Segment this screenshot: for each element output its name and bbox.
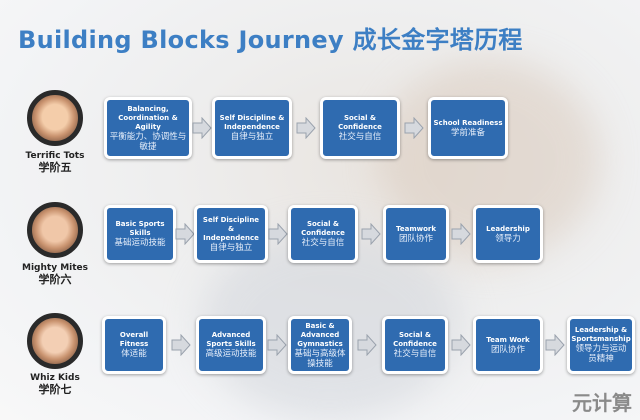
group-level: 学阶七 <box>38 383 72 396</box>
step-chinese: 领导力与运动员精神 <box>575 344 627 364</box>
avatar <box>27 313 83 369</box>
step-english: Basic & Advanced Gymnastics <box>297 321 343 348</box>
avatar <box>27 202 83 258</box>
arrow-right-icon <box>451 222 471 246</box>
step-english: Advanced Sports Skills <box>206 331 256 348</box>
step-english: Balancing, Coordination & Agility <box>118 104 178 131</box>
arrow-right-icon <box>357 333 377 357</box>
step-chinese: 领导力 <box>495 233 521 244</box>
step-chinese: 社交与自信 <box>301 238 345 248</box>
step-chinese: 基础运动技能 <box>114 238 166 248</box>
watermark: 元计算 <box>572 391 632 415</box>
step-chinese: 学前准备 <box>450 127 485 138</box>
arrow-right-icon <box>171 333 191 357</box>
step-chinese: 体适能 <box>121 349 147 359</box>
arrow-right-icon <box>268 222 288 246</box>
step-english: Basic Sports Skills <box>115 220 165 237</box>
avatar <box>27 90 83 146</box>
arrow-right-icon <box>404 116 424 140</box>
group-name: Mighty Mites <box>22 263 88 273</box>
step-english: Leadership <box>486 224 530 233</box>
step-english: Social & Confidence <box>393 331 437 348</box>
step-chinese: 平衡能力、协调性与敏捷 <box>109 131 187 152</box>
step-chinese: 自律与独立 <box>230 132 274 142</box>
step-english: Self Discipline & Independence <box>219 114 285 131</box>
group-name: Terrific Tots <box>25 151 85 161</box>
step-english: Self Discipline & Independence <box>202 215 260 242</box>
group-level: 学阶六 <box>38 273 72 286</box>
step-chinese: 社交与自信 <box>393 349 437 359</box>
arrow-right-icon <box>361 222 381 246</box>
step-english: Team Work <box>486 335 530 344</box>
arrow-right-icon <box>175 222 195 246</box>
step-chinese: 团队协作 <box>398 233 433 244</box>
arrow-right-icon <box>545 333 565 357</box>
step-english: School Readiness <box>433 118 503 127</box>
step-chinese: 高级运动技能 <box>205 349 257 359</box>
group-name: Whiz Kids <box>30 373 80 383</box>
step-chinese: 团队协作 <box>490 344 525 355</box>
group-level: 学阶五 <box>38 161 72 174</box>
step-chinese: 自律与独立 <box>209 242 253 253</box>
step-english: Leadership & Sportsmanship <box>571 326 631 343</box>
step-chinese: 社交与自信 <box>338 132 382 142</box>
page-title: Building Blocks Journey 成长金字塔历程 <box>18 26 523 54</box>
step-english: Overall Fitness <box>119 331 149 348</box>
arrow-right-icon <box>267 333 287 357</box>
step-english: Teamwork <box>396 224 436 233</box>
arrow-right-icon <box>451 333 471 357</box>
step-english: Social & Confidence <box>338 114 382 131</box>
arrow-right-icon <box>192 116 212 140</box>
step-chinese: 基础与高级体操技能 <box>294 348 346 369</box>
arrow-right-icon <box>296 116 316 140</box>
step-english: Social & Confidence <box>301 220 345 237</box>
